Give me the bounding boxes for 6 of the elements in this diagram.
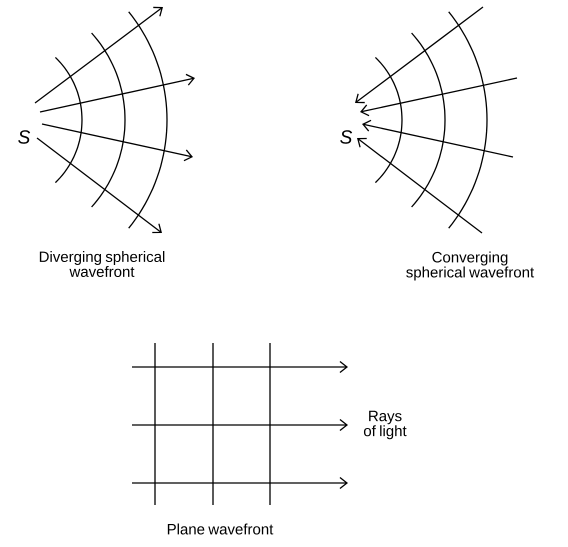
caption: Rays of light xyxy=(364,410,407,440)
caption: Plane wavefront xyxy=(168,524,274,534)
s-label: S xyxy=(340,130,352,144)
s-label: S xyxy=(18,130,30,144)
caption: Diverging spherical wavefront xyxy=(40,251,164,277)
caption: Converging spherical wavefront xyxy=(406,252,534,280)
